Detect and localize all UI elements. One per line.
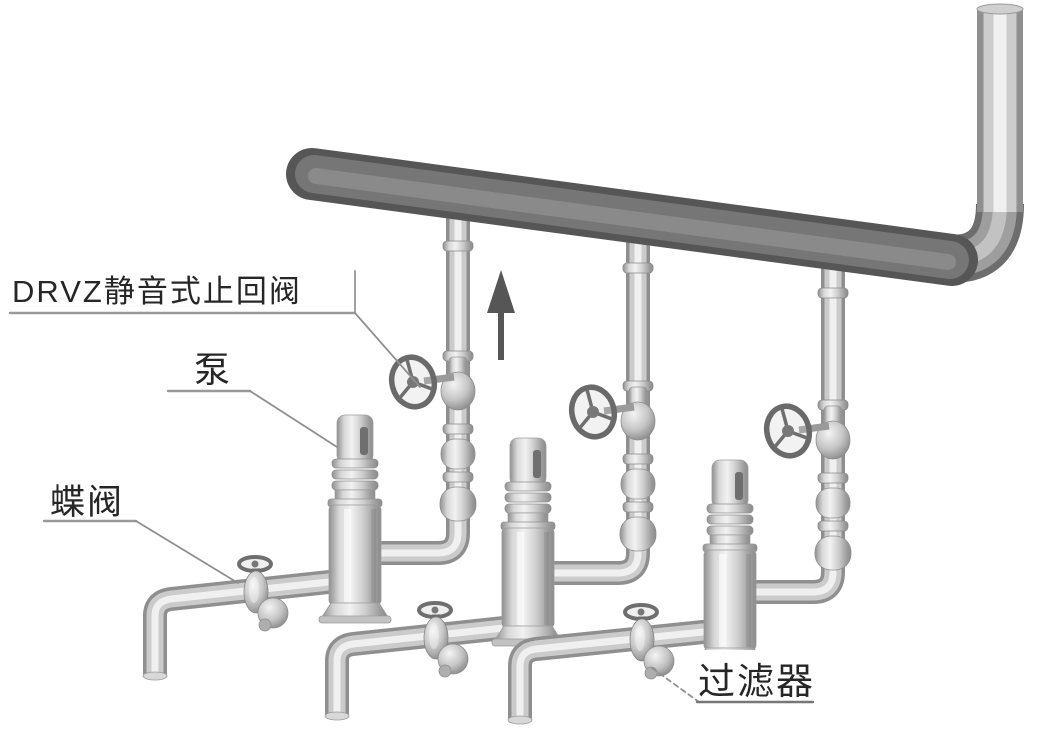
branch-pipe-1: [372, 196, 470, 565]
gate-valve-2: [566, 382, 655, 441]
suction-pipe-1: [142, 569, 340, 681]
pipe-end-cap: [324, 711, 350, 721]
pipe-end-cap: [142, 671, 168, 681]
suction-pipe-2: [324, 615, 515, 721]
branch-pipe-3: [747, 243, 845, 604]
pump-1: [318, 414, 392, 624]
pipe-coupling: [622, 501, 654, 513]
pipe-coupling: [817, 287, 849, 299]
pipe-coupling: [442, 471, 474, 483]
header-assembly: [286, 3, 1024, 286]
pump-branch-1: [142, 196, 477, 681]
leader-line-strainer: [651, 667, 700, 703]
check-valve-body-3: [815, 487, 851, 519]
pipe-coupling: [622, 262, 654, 274]
branch-pipe-2: [545, 218, 650, 585]
gate-valve-1: [386, 352, 475, 411]
check-valve-body-1-lower: [439, 486, 477, 522]
main-riser-pipe: [976, 3, 1024, 212]
label-bg: [6, 266, 358, 316]
pump-2: [491, 437, 565, 647]
check-valve-body-2-lower: [619, 516, 657, 552]
annotations: DRVZ静音式止回阀 泵 蝶阀 过滤器: [6, 266, 817, 706]
pipe-coupling: [817, 520, 849, 532]
pump-branch-2: [324, 218, 657, 721]
label-butterfly-valve: 蝶阀: [50, 483, 124, 522]
label-pump: 泵: [194, 349, 230, 390]
pump-branch-3: [507, 243, 852, 725]
gate-valve-3: [761, 401, 850, 460]
pipe-coupling: [442, 423, 474, 435]
check-valve-body-1: [440, 438, 476, 470]
check-valve-body-3-lower: [814, 535, 852, 571]
flow-arrow-up-icon: [487, 270, 515, 360]
pipe-coupling: [817, 472, 849, 484]
label-check-valve: DRVZ静音式止回阀: [12, 274, 302, 309]
pipe-coupling: [622, 453, 654, 465]
leader-line-pump: [249, 390, 338, 448]
leader-line-check-valve: [354, 312, 421, 388]
pipe-coupling: [442, 240, 474, 252]
label-bg: [689, 650, 817, 706]
check-valve-body-2: [620, 468, 656, 500]
pump-3: [693, 459, 767, 669]
leader-line-butterfly: [135, 520, 239, 584]
header-pipe: [286, 148, 978, 286]
label-strainer: 过滤器: [698, 661, 815, 702]
suction-pipe-3: [507, 619, 715, 725]
pipe-end-cap: [976, 3, 1024, 15]
pipe-end-cap: [507, 715, 533, 725]
